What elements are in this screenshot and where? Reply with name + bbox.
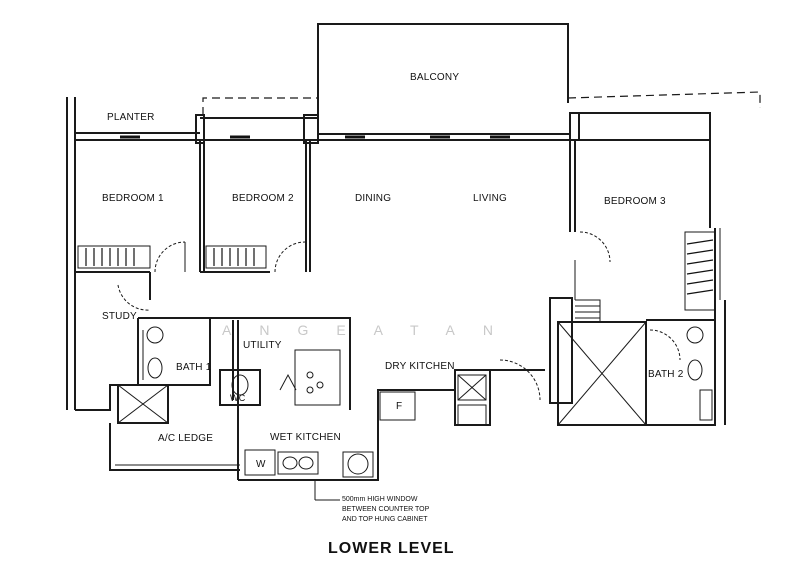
window-note-line-2: BETWEEN COUNTER TOP — [342, 506, 430, 513]
door-swings — [117, 231, 681, 401]
railing-lines — [202, 91, 761, 115]
label-fridge: F — [396, 401, 403, 412]
label-bedroom-2: BEDROOM 2 — [232, 193, 294, 204]
label-dining: DINING — [355, 193, 392, 204]
dry-kitchen-walls — [377, 369, 545, 426]
label-bath-2: BATH 2 — [648, 369, 684, 380]
label-living: LIVING — [473, 193, 507, 204]
window-note: 500mm HIGH WINDOW BETWEEN COUNTER TOP AN… — [342, 495, 492, 525]
label-wc: WC — [230, 393, 246, 403]
label-study: STUDY — [102, 311, 137, 322]
plan-title: LOWER LEVEL — [328, 540, 455, 557]
label-dry-kitchen: DRY KITCHEN — [385, 361, 455, 372]
label-ac-ledge: A/C LEDGE — [158, 433, 214, 444]
wardrobe-bedroom-1 — [77, 245, 151, 269]
utility-walls — [210, 317, 351, 480]
label-wet-kitchen: WET KITCHEN — [270, 432, 341, 443]
label-washer: W — [256, 459, 266, 470]
bath-2-walls — [646, 319, 715, 421]
watermark: ANGEATAN — [222, 322, 521, 338]
window-note-line-3: AND TOP HUNG CABINET — [342, 516, 428, 523]
bedroom-partitions — [75, 140, 576, 300]
label-utility: UTILITY — [243, 340, 282, 351]
wardrobe-bedroom-3 — [684, 231, 716, 311]
outer-walls — [66, 97, 726, 426]
staircase — [549, 297, 647, 426]
wardrobe-bedroom-2 — [205, 245, 267, 269]
label-bedroom-1: BEDROOM 1 — [102, 193, 164, 204]
window-note-line-1: 500mm HIGH WINDOW — [342, 496, 418, 503]
bath-1-walls — [75, 272, 211, 424]
ac-ledge-walls — [109, 423, 240, 471]
label-planter: PLANTER — [107, 112, 155, 123]
label-balcony: BALCONY — [410, 72, 460, 83]
label-bedroom-3: BEDROOM 3 — [604, 196, 666, 207]
label-bath-1: BATH 1 — [176, 362, 212, 373]
wet-kitchen-walls — [238, 410, 379, 500]
